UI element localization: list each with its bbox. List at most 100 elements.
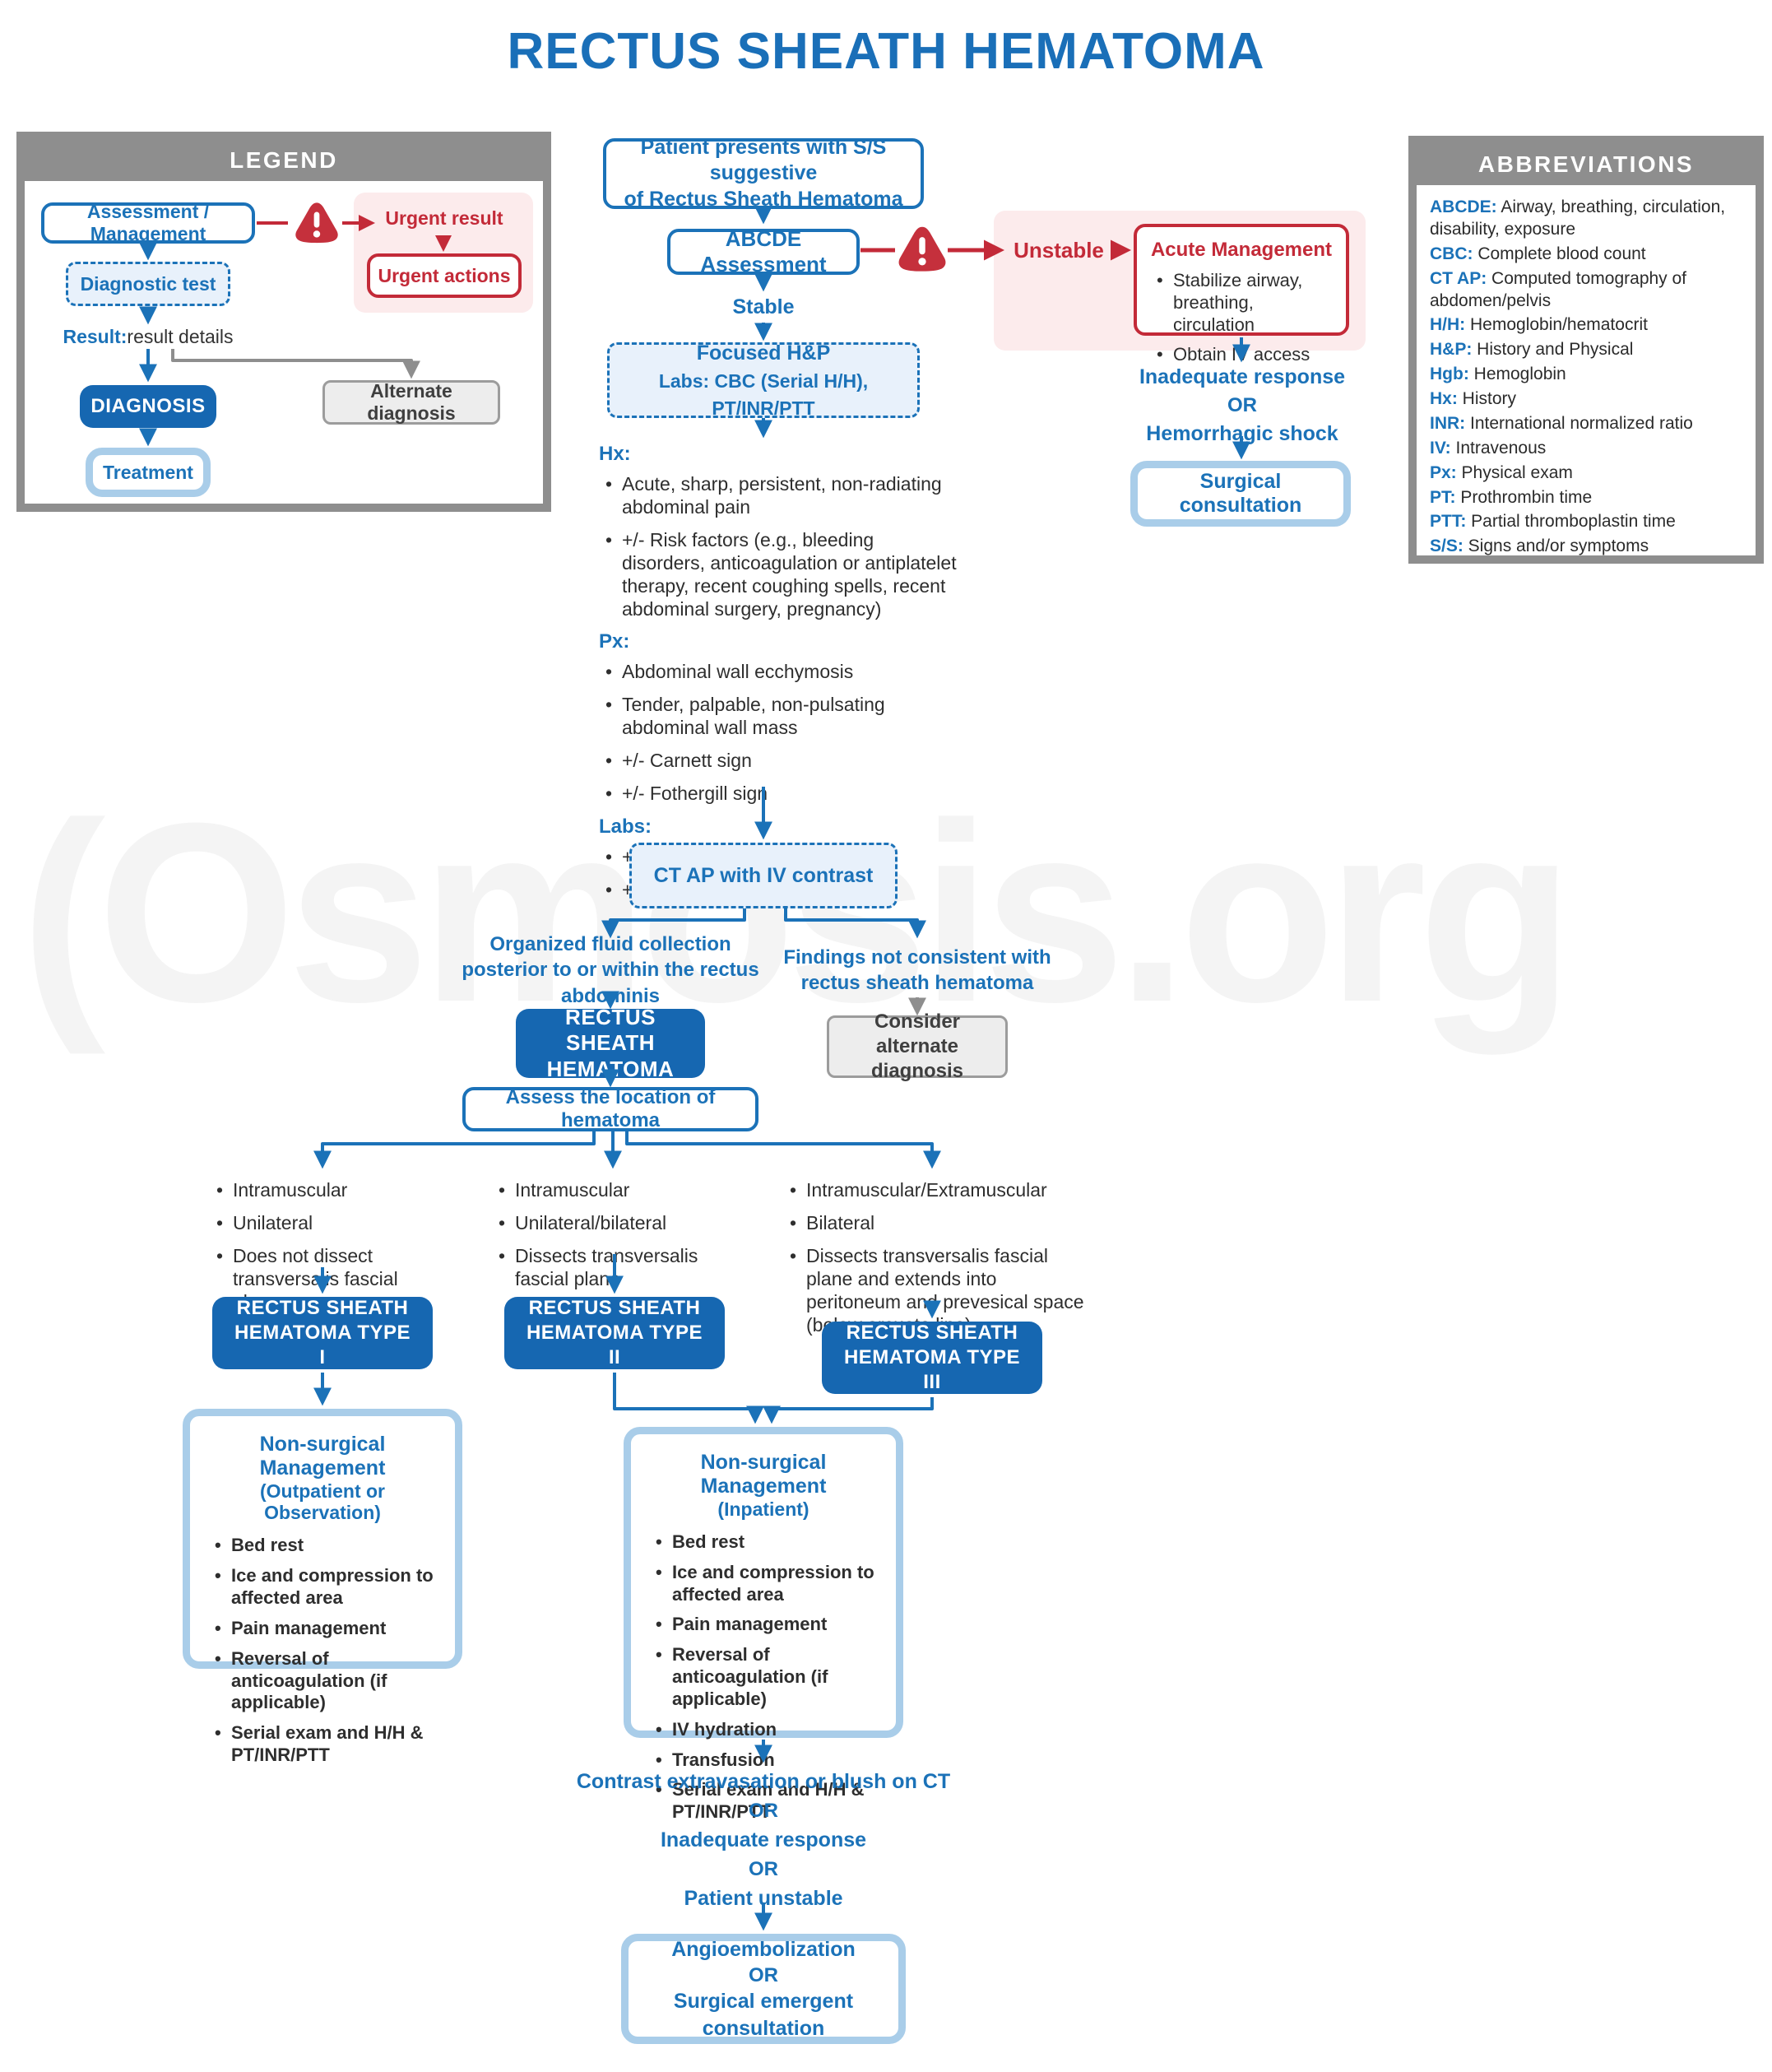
criteria-bullet: Dissects transversalis fascial plane [492, 1244, 739, 1290]
management-bullet: Ice and compression to affected area [649, 1562, 878, 1606]
hx-list: Acute, sharp, persistent, non-radiating … [599, 472, 961, 620]
type1-box: RECTUS SHEATH HEMATOMA TYPE I [212, 1297, 433, 1369]
px-bullet: +/- Carnett sign [599, 749, 961, 772]
legend-urgent-result: Urgent result [385, 207, 503, 229]
abbreviation-item: S/S: Signs and/or symptoms [1430, 537, 1649, 556]
type3-box: RECTUS SHEATH HEMATOMA TYPE III [822, 1322, 1042, 1394]
escalation-line: Inadequate response [660, 1828, 867, 1851]
management-bullet: IV hydration [649, 1719, 878, 1741]
px-bullet: Tender, palpable, non-pulsating abdomina… [599, 693, 961, 739]
or-label: OR [1227, 394, 1257, 416]
page-title: RECTUS SHEATH HEMATOMA [507, 22, 1265, 80]
abbreviation-item: Hgb: Hemoglobin [1430, 365, 1566, 384]
hx-label: Hx: [599, 443, 631, 465]
px-label: Px: [599, 630, 630, 653]
abbreviation-item: PT: Prothrombin time [1430, 487, 1593, 507]
legend-urgent-actions: Urgent actions [367, 253, 522, 298]
legend-header: LEGEND [25, 140, 543, 181]
patient-presents-box: Patient presents with S/S suggestive of … [603, 136, 924, 211]
organized-fluid-label: Organized fluid collection posterior to … [462, 933, 759, 1007]
px-bullet: +/- Fothergill sign [599, 782, 961, 805]
abbreviations-header: ABBREVIATIONS [1417, 144, 1756, 185]
management-bullet: Bed rest [649, 1531, 878, 1554]
escalation-line: OR [749, 1858, 778, 1880]
ct-ap-box: CT AP with IV contrast [629, 843, 898, 908]
surgical-consultation-box: Surgical consultation [1130, 461, 1351, 527]
consider-alternate-box: Consider alternate diagnosis [827, 1010, 1008, 1082]
legend-alternate-box: Alternate diagnosis [322, 380, 500, 425]
legend-assessment-box: Assessment / Management [41, 201, 255, 244]
inadequate-response-label: Inadequate response [1139, 365, 1346, 388]
abbreviation-item: Hx: History [1430, 389, 1517, 408]
acute-management-box: Acute Management Stabilize airway, breat… [1134, 224, 1349, 366]
warning-icon [294, 200, 340, 246]
px-bullet: Abdominal wall ecchymosis [599, 660, 961, 683]
type2-criteria-list: IntramuscularUnilateral/bilateralDissect… [492, 1178, 739, 1300]
abbreviation-item: INR: International normalized ratio [1430, 413, 1693, 433]
management-bullet: Serial exam and H/H & PT/INR/PTT [649, 1779, 878, 1823]
abbreviation-item: H&P: History and Physical [1430, 340, 1634, 360]
abbreviation-item: H/H: Hemoglobin/hematocrit [1430, 315, 1648, 335]
escalation-line: OR [749, 1800, 778, 1822]
management-bullet: Pain management [649, 1614, 878, 1636]
outpatient-subtitle: (Outpatient or Observation) [259, 1480, 386, 1523]
legend-diagnosis-box: DIAGNOSIS [80, 385, 216, 428]
outpatient-management-box: Non-surgical Management (Outpatient or O… [183, 1409, 462, 1765]
legend-result-prefix: Result: [63, 325, 128, 347]
outpatient-list: Bed restIce and compression to affected … [208, 1535, 437, 1774]
abbreviation-item: CBC: Complete blood count [1430, 244, 1646, 263]
acute-management-title: Acute Management [1150, 239, 1333, 261]
acute-bullet: Stabilize airway, breathing, circulation [1150, 270, 1333, 336]
abbreviation-item: Px: Physical exam [1430, 462, 1573, 482]
outpatient-title: Non-surgical Management [259, 1433, 386, 1480]
findings-inconsistent-label: Findings not consistent with rectus shea… [783, 945, 1051, 994]
abbreviations-list: ABCDE: Airway, breathing, circulation, d… [1417, 185, 1756, 572]
inpatient-list: Bed restIce and compression to affected … [649, 1531, 878, 1832]
abbreviation-item: PTT: Partial thromboplastin time [1430, 512, 1676, 532]
focused-hp-labs: Labs: CBC (Serial H/H), PT/INR/PTT [658, 370, 869, 419]
criteria-bullet: Unilateral [210, 1211, 448, 1234]
escalation-stack: Contrast extravasation or blush on CT OR I… [475, 1764, 1051, 1916]
focused-hp-box: Focused H&P Labs: CBC (Serial H/H), PT/I… [607, 341, 920, 419]
abbreviation-item: IV: Intravenous [1430, 438, 1547, 458]
management-bullet: Reversal of anticoagulation (if applicab… [649, 1644, 878, 1710]
legend-result-line: Result: result details [33, 324, 263, 349]
management-bullet: Reversal of anticoagulation (if applicab… [208, 1648, 437, 1714]
abcde-assessment-box: ABCDE Assessment [667, 226, 860, 276]
acute-bullet: Obtain IV access [1150, 344, 1333, 366]
criteria-bullet: Intramuscular [210, 1178, 448, 1201]
management-bullet: Serial exam and H/H & PT/INR/PTT [208, 1722, 437, 1767]
legend-treatment-box: Treatment [86, 448, 211, 497]
inpatient-subtitle: (Inpatient) [717, 1498, 809, 1520]
criteria-bullet: Bilateral [783, 1211, 1096, 1234]
abbreviation-item: CT AP: Computed tomography of abdomen/pe… [1430, 268, 1687, 310]
inpatient-title: Non-surgical Management [700, 1451, 827, 1498]
angio-line2: Surgical emergent consultation [673, 1990, 854, 2040]
criteria-bullet: Unilateral/bilateral [492, 1211, 739, 1234]
criteria-bullet: Intramuscular [492, 1178, 739, 1201]
hx-bullet: +/- Risk factors (e.g., bleeding disorde… [599, 528, 961, 620]
legend-diagnostic-test: Diagnostic test [66, 262, 230, 306]
history-exam-labs-section: Hx: Acute, sharp, persistent, non-radiat… [599, 443, 961, 911]
rectus-sheath-hematoma-box: RECTUS SHEATH HEMATOMA [516, 1005, 705, 1081]
abbreviation-item: ABCDE: Airway, breathing, circulation, d… [1430, 197, 1726, 239]
hx-bullet: Acute, sharp, persistent, non-radiating … [599, 472, 961, 518]
unstable-label: Unstable [1014, 237, 1104, 262]
management-bullet: Bed rest [208, 1535, 437, 1557]
patient-line2: of Rectus Sheath Hematoma [624, 187, 903, 211]
angioembolization-box: Angioembolization OR Surgical emergent c… [621, 1934, 906, 2044]
abbreviations-frame [1408, 136, 1764, 564]
management-bullet: Ice and compression to affected area [208, 1565, 437, 1610]
hemorrhagic-shock-label: Hemorrhagic shock [1146, 422, 1338, 445]
type2-box: RECTUS SHEATH HEMATOMA TYPE II [504, 1297, 725, 1369]
escalation-line: Contrast extravasation or blush on CT [576, 1770, 951, 1793]
px-list: Abdominal wall ecchymosisTender, palpabl… [599, 660, 961, 805]
acute-management-list: Stabilize airway, breathing, circulation… [1150, 270, 1333, 374]
angio-line1: Angioembolization [671, 1937, 856, 1961]
criteria-bullet: Intramuscular/Extramuscular [783, 1178, 1096, 1201]
assess-location-box: Assess the location of hematoma [462, 1086, 758, 1131]
escalation-line: Patient unstable [684, 1887, 843, 1910]
management-bullet: Pain management [208, 1618, 437, 1640]
angio-or-label: OR [749, 1964, 778, 1987]
